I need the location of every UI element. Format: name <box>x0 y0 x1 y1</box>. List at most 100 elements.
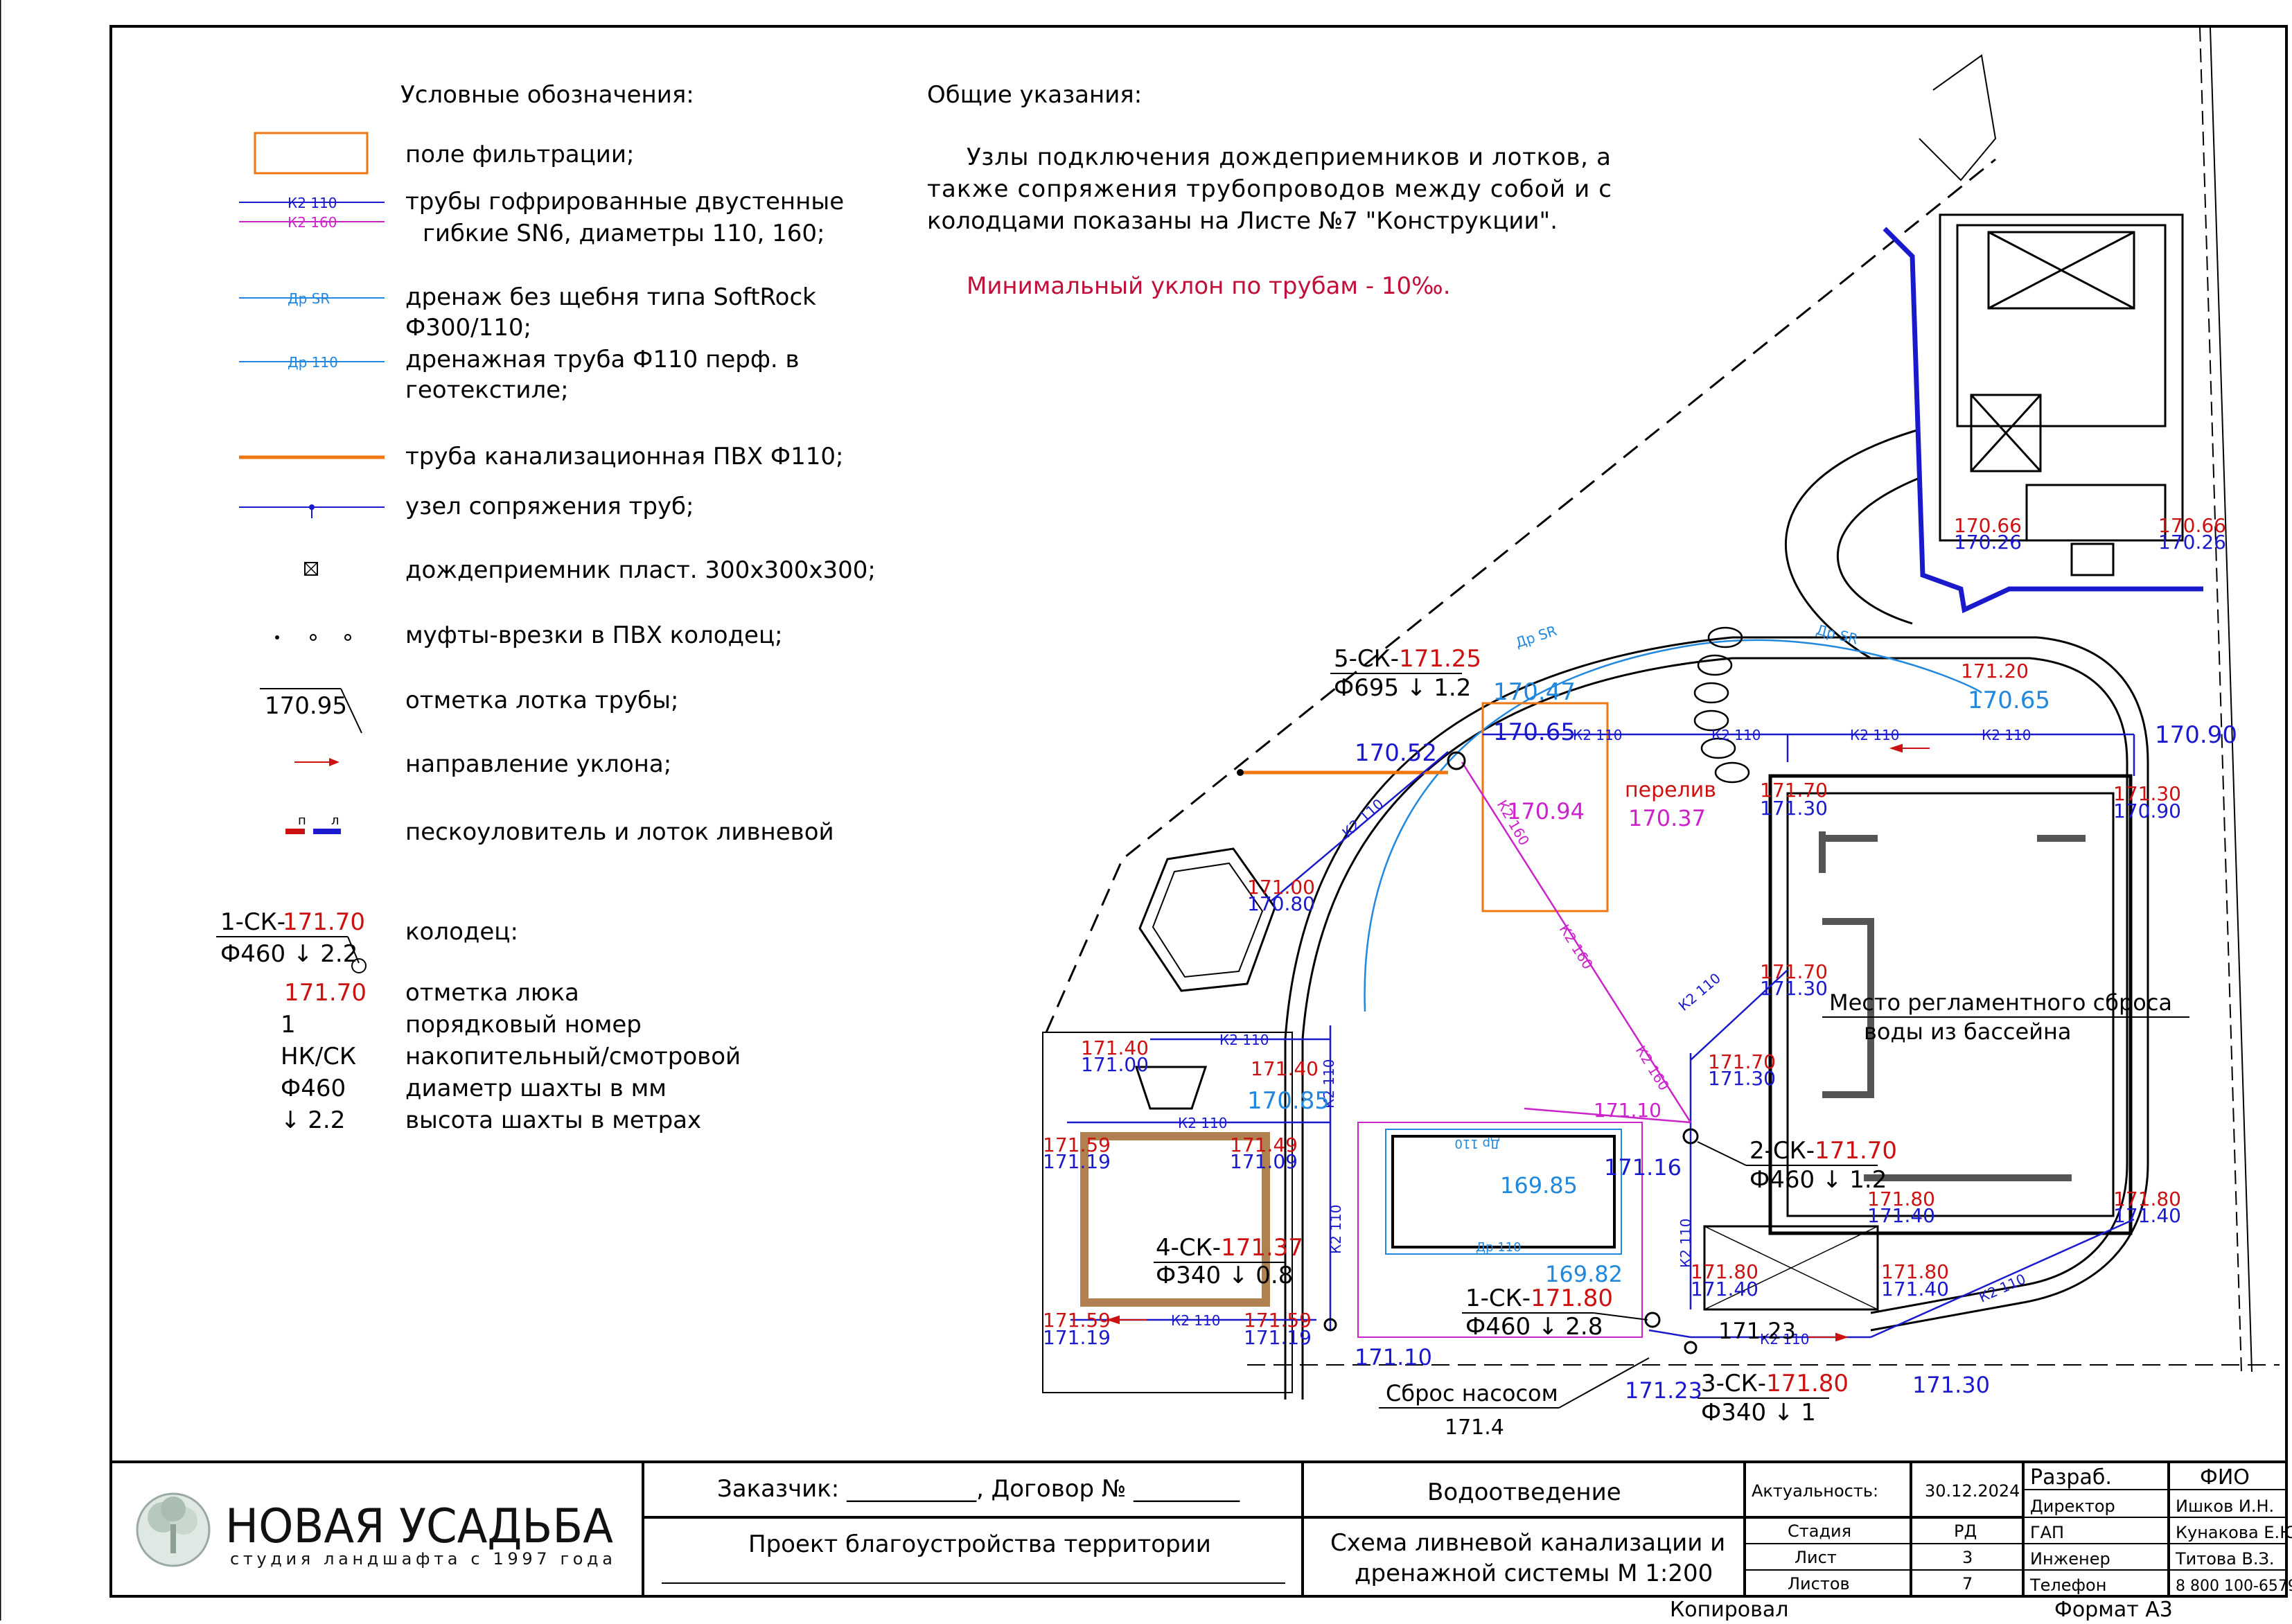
spot-red-3: 171.70 <box>1760 779 1828 802</box>
filter-field-symbol <box>254 132 369 175</box>
tag-k2-160-3: К2 160 <box>1632 1043 1673 1093</box>
spot-blue-4: 170.65 <box>1968 687 2050 714</box>
spot-red-5: 171.00 <box>1247 876 1315 899</box>
softrock-drain <box>1364 639 1982 1012</box>
tag-k2-110-12: К2 110 <box>1328 1205 1344 1254</box>
spot-blue-2: 170.47 <box>1493 678 1576 706</box>
spot-blue-19: 171.40 <box>1867 1204 1935 1227</box>
tag-k2-110-10: К2 110 <box>1675 970 1724 1014</box>
stepping-stones <box>1693 626 1750 784</box>
well-3-id: 3-СК- <box>1701 1370 1766 1397</box>
stage-label: Стадия <box>1788 1521 1851 1541</box>
spot-elevations-red: 170.66 170.66 171.20 171.70 171.30 171.0… <box>1043 514 2226 1332</box>
sheet-frame <box>109 25 2288 1598</box>
well-explain-text-3: диаметр шахты в мм <box>405 1075 667 1102</box>
spot-blue-22: 171.40 <box>1881 1278 1949 1300</box>
legend-tag-tray: л <box>331 813 340 828</box>
spot-blue-17: 171.30 <box>1708 1067 1776 1090</box>
wells <box>1323 751 1699 1354</box>
staff-role-0: Директор <box>2030 1497 2115 1516</box>
pool-drop-label: Место регламентного сброса <box>1829 989 2172 1016</box>
sheet-label: Лист <box>1795 1548 1837 1567</box>
spot-blue-26: 171.30 <box>1912 1372 1990 1398</box>
spot-red-15: 171.80 <box>1867 1188 1935 1210</box>
well-explain-key-2: НК/СК <box>281 1043 356 1070</box>
company-tagline: студия ландшафта с 1997 года <box>230 1549 612 1569</box>
svg-text:1-СК-171.80: 1-СК-171.80 <box>1465 1285 1613 1312</box>
pool-level-2: 169.82 <box>1545 1261 1623 1287</box>
house <box>1919 54 2184 576</box>
section-name: Водоотведение <box>1427 1479 1621 1506</box>
legend-tag-dr-110: Др 110 <box>288 354 338 371</box>
legend-tag-elev: 170.95 <box>265 692 347 720</box>
legend-title: Условные обозначения: <box>400 81 694 109</box>
legend-tag-k2-110: К2 110 <box>288 195 337 211</box>
stage-value: РД <box>1954 1521 1977 1541</box>
spot-blue-12: 171.19 <box>1043 1150 1111 1173</box>
well-explain-text-1: порядковый номер <box>405 1011 642 1039</box>
spot-blue-13: 171.09 <box>1230 1150 1298 1173</box>
well-2-id: 2-СК- <box>1749 1137 1815 1165</box>
well-5-elev: 171.25 <box>1399 645 1481 673</box>
tag-dr-sr-2: Др SR <box>1815 621 1860 648</box>
notes-line-3: колодцами показаны на Листе №7 "Конструк… <box>927 207 1558 235</box>
spot-red-18: 171.80 <box>1881 1260 1949 1283</box>
sheets-value: 7 <box>1962 1574 1973 1594</box>
tag-k2-110-9: К2 110 <box>1976 1271 2028 1306</box>
legend-well-elev: 171.70 <box>283 908 365 936</box>
legend-item-drain-pipe: дренажная труба Ф110 перф. в <box>405 346 800 373</box>
pump-value: 171.4 <box>1445 1415 1504 1440</box>
logo-icon <box>136 1492 211 1567</box>
spot-blue-6: 170.52 <box>1355 739 1437 767</box>
well-5 <box>1447 751 1466 770</box>
spot-blue-15: 171.19 <box>1244 1326 1312 1349</box>
filter-field <box>1481 702 1609 912</box>
well-3-spec: Ф340 ↓ 1 <box>1701 1399 1816 1427</box>
actuality-label: Актуальность: <box>1752 1481 1878 1501</box>
legend-item-rain-inlet: дождеприемник пласт. 300x300x300; <box>405 556 876 584</box>
slope-note: Минимальный уклон по трубам - 10‰. <box>967 272 1451 300</box>
tag-k2-110-7: К2 110 <box>1171 1312 1220 1329</box>
well-2-elev: 171.70 <box>1815 1137 1897 1165</box>
spot-red-8: 171.59 <box>1043 1133 1111 1156</box>
legend-item-invert-mark: отметка лотка трубы; <box>405 687 678 714</box>
sheet-title-1: Схема ливневой канализации и <box>1330 1529 1725 1557</box>
rain-inlet-icon <box>304 562 318 576</box>
svg-text:5-СК-171.25: 5-СК-171.25 <box>1334 645 1481 673</box>
spot-blue-25: 171.10 <box>1355 1344 1432 1370</box>
well-explain-key-3: Ф460 <box>281 1075 346 1102</box>
svg-text:2-СК-171.70: 2-СК-171.70 <box>1749 1137 1897 1165</box>
legend-item-pipes-2: гибкие SN6, диаметры 110, 160; <box>423 220 825 247</box>
general-notes: Общие указания: Узлы подключения дождепр… <box>927 81 1612 300</box>
notes-title: Общие указания: <box>927 81 1142 109</box>
well-explain-key-0: 171.70 <box>284 979 367 1007</box>
k2-160-pipe <box>1461 761 1692 1123</box>
gazebo <box>1138 847 1276 992</box>
project-name: Проект благоустройства территории <box>748 1530 1211 1558</box>
well-2 <box>1682 1128 1699 1145</box>
pool-zone <box>1357 1122 1643 1338</box>
spot-blue-1: 170.26 <box>2158 531 2226 554</box>
tag-k2-160-2: К2 160 <box>1556 921 1596 972</box>
well-3-elev: 171.80 <box>1766 1370 1849 1397</box>
spot-red-14: 171.10 <box>1594 1099 1661 1122</box>
slope-arrows <box>1106 743 1930 1342</box>
tag-k2-110-8: К2 110 <box>1760 1331 1809 1348</box>
legend-item-filter-field: поле фильтрации; <box>405 141 634 168</box>
spot-red-2: 171.20 <box>1961 660 2029 682</box>
svg-text:4-СК-171.37: 4-СК-171.37 <box>1156 1234 1303 1262</box>
spot-blue-3: 170.65 <box>1493 718 1576 746</box>
well-4-spec: Ф340 ↓ 0.8 <box>1156 1262 1293 1289</box>
tag-k2-110-14: К2 110 <box>1339 795 1386 841</box>
sheet-value: 3 <box>1962 1548 1973 1567</box>
spot-elevations-blue: 170.26 170.26 170.47 170.65 170.65 170.9… <box>1043 531 2237 1404</box>
field-elev: 170.94 <box>1507 798 1585 824</box>
legend-well-id: 1-СК- <box>220 908 285 936</box>
company-name: НОВАЯ УСАДЬБА <box>225 1499 613 1554</box>
pool <box>1391 1135 1616 1248</box>
copied-label: Копировал <box>1670 1598 1788 1621</box>
staff-name-3: 8 800 100-6579 <box>2176 1578 2292 1595</box>
well-1-id: 1-СК- <box>1465 1285 1531 1312</box>
